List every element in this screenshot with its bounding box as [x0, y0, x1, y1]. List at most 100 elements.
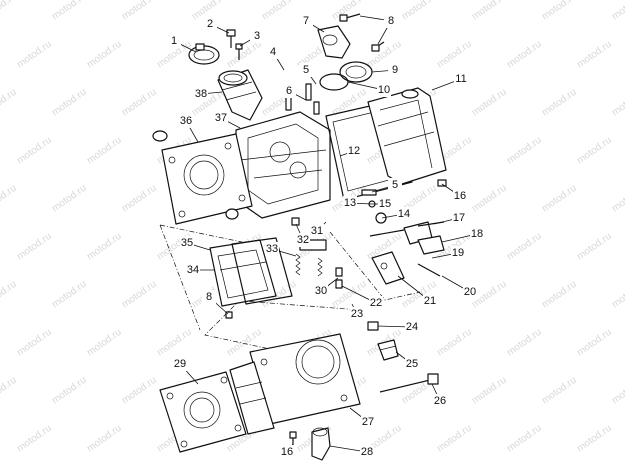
valve-cover-part [367, 87, 447, 185]
spring-part [291, 217, 327, 277]
watermark-text: motod.ru [85, 423, 124, 455]
callout-label: 15 [379, 198, 391, 210]
callout-label-bg [310, 224, 324, 238]
callout-label: 33 [266, 243, 278, 255]
watermark-text: motod.ru [575, 135, 614, 167]
callout-label: 3 [254, 30, 260, 42]
callout-label: 16 [454, 190, 466, 202]
callout-label-bg [360, 445, 374, 459]
watermark-text: motod.ru [505, 231, 544, 263]
watermark-text: motod.ru [120, 183, 159, 215]
callout-label: 8 [388, 15, 394, 27]
watermark-text: motod.ru [575, 231, 614, 263]
callout-label: 4 [270, 46, 276, 58]
callout-label: 24 [406, 321, 418, 333]
callout-label: 5 [303, 64, 309, 76]
callout-label: 31 [311, 225, 323, 237]
callout-label-bg [347, 144, 361, 158]
callout-label-bg [350, 307, 364, 321]
watermark-text: motod.ru [470, 183, 509, 215]
watermark-text: motod.ru [575, 327, 614, 359]
thermostat-housing-part [317, 25, 351, 59]
watermark-text: motod.ru [470, 87, 509, 119]
watermark-text: motod.ru [505, 135, 544, 167]
o-ring-part [319, 73, 349, 91]
watermark-text: motod.ru [330, 0, 369, 22]
callout-label-bg [203, 17, 217, 31]
callout-label-bg [377, 83, 391, 97]
callout-label-bg [470, 227, 484, 241]
upper-head-gasket-part [152, 130, 253, 225]
watermark-text: motod.ru [15, 135, 54, 167]
watermark-text: motod.ru [610, 279, 625, 311]
callout-label: 14 [398, 208, 410, 220]
fitting-part [377, 339, 399, 361]
callout-label: 36 [180, 115, 192, 127]
water-elbow-part [311, 427, 331, 461]
callout-label: 12 [348, 145, 360, 157]
callout-label: 35 [181, 237, 193, 249]
watermark-text: motod.ru [50, 375, 89, 407]
watermark-text: motod.ru [15, 327, 54, 359]
callout-label-bg [266, 45, 280, 59]
callout-label: 27 [362, 416, 374, 428]
watermark-text: motod.ru [435, 39, 474, 71]
callout-label: 32 [297, 234, 309, 246]
bolt-part [339, 13, 385, 52]
callout-label: 17 [453, 212, 465, 224]
watermark-text: motod.ru [470, 0, 509, 22]
callout-label: 29 [174, 358, 186, 370]
watermark-text: motod.ru [540, 183, 579, 215]
watermark-text: motod.ru [120, 87, 159, 119]
callout-label-bg [202, 290, 216, 304]
callout-label: 28 [361, 446, 373, 458]
watermark-text: motod.ru [0, 87, 19, 119]
callout-label: 9 [392, 64, 398, 76]
stud-bolt-part [379, 373, 439, 393]
watermark-text: motod.ru [505, 327, 544, 359]
watermark-text: motod.ru [435, 327, 474, 359]
watermark-text: motod.ru [120, 279, 159, 311]
callout-label: 13 [344, 197, 356, 209]
watermark-text: motod.ru [540, 279, 579, 311]
watermark-text: motod.ru [610, 375, 625, 407]
watermark-text: motod.ru [610, 87, 625, 119]
callout-label-bg [452, 211, 466, 225]
callout-label-bg [265, 242, 279, 256]
watermark-text: motod.ru [50, 0, 89, 22]
upper-cylinder-head-part [235, 83, 331, 219]
callout-label-bg [423, 294, 437, 308]
callout-label-bg [282, 84, 296, 98]
callout-label-bg [314, 284, 328, 298]
lower-cylinder-part [229, 333, 361, 435]
callout-label-bg [343, 196, 357, 210]
callout-label-bg [433, 394, 447, 408]
watermark-text: motod.ru [470, 375, 509, 407]
callout-label: 34 [187, 264, 199, 276]
callout-label: 30 [315, 285, 327, 297]
callout-label-bg [173, 357, 187, 371]
watermark-text: motod.ru [610, 0, 625, 22]
watermark-text: motod.ru [540, 87, 579, 119]
callout-label-bg [361, 415, 375, 429]
watermark-text: motod.ru [85, 39, 124, 71]
watermark-text: motod.ru [0, 279, 19, 311]
watermark-text: motod.ru [85, 135, 124, 167]
cam-cover-gasket-part [231, 237, 293, 305]
watermark-text: motod.ru [505, 423, 544, 455]
callout-label: 26 [434, 395, 446, 407]
watermark-text: motod.ru [400, 0, 439, 22]
callout-label-bg [299, 14, 313, 28]
callout-label: 37 [215, 112, 227, 124]
lower-cylinder-gasket-part [159, 371, 247, 453]
callout-label-bg [280, 445, 294, 459]
watermark-text: motod.ru [50, 87, 89, 119]
callout-label-bg [299, 63, 313, 77]
watermark-text: motod.ru [575, 423, 614, 455]
watermark-text: motod.ru [15, 423, 54, 455]
callout-label: 25 [406, 358, 418, 370]
callout-label: 21 [424, 295, 436, 307]
callout-label: 16 [281, 446, 293, 458]
callout-label-bg [405, 357, 419, 371]
